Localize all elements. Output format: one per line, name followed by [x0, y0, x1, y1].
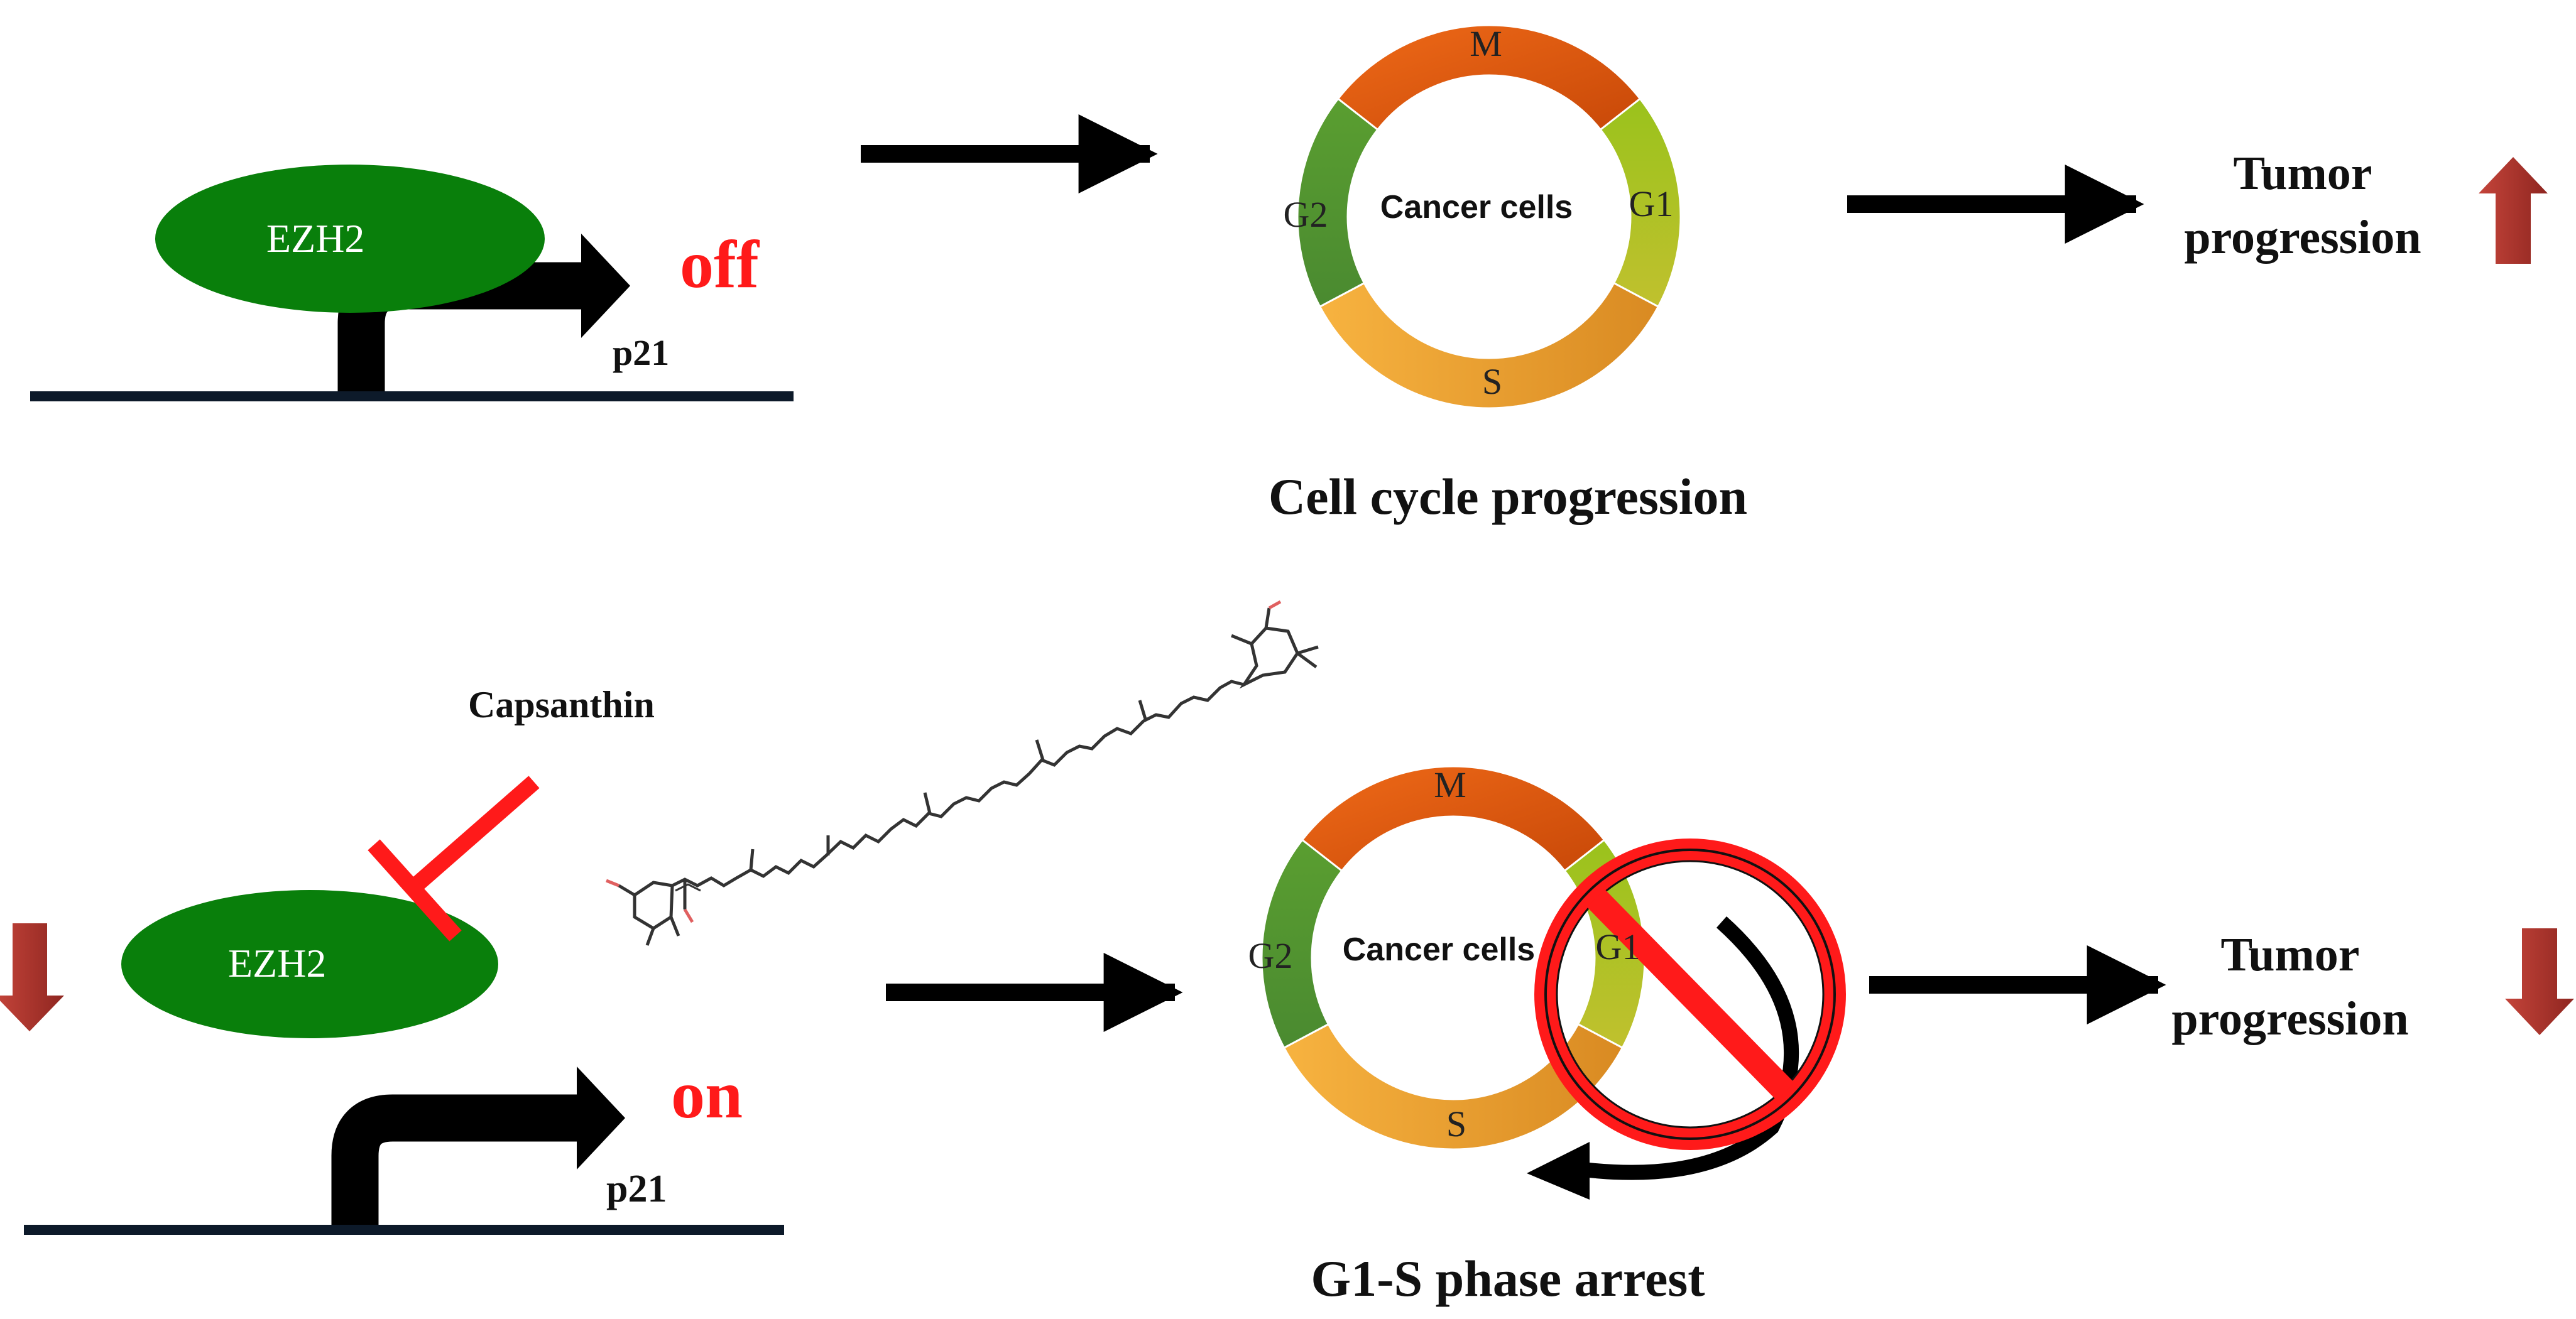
outcome-line1-bottom: Tumor: [2220, 928, 2360, 981]
cell-cycle-ring-top: [1296, 24, 1682, 410]
cycle-caption-bottom: G1-S phase arrest: [1311, 1250, 1705, 1307]
p21-label-top: p21: [613, 332, 670, 373]
capsanthin-label: Capsanthin: [468, 684, 655, 725]
red-down-arrow-icon-left: [0, 923, 64, 1031]
dna-line-top: [30, 391, 794, 401]
p21-arrow-head-top: [581, 234, 630, 338]
phase-G2-top: G2: [1283, 194, 1328, 235]
p21-label-bottom: p21: [606, 1168, 667, 1210]
p21-arrow-head-bottom: [577, 1067, 625, 1170]
phase-G1-bottom: G1: [1595, 926, 1640, 967]
outcome-line1-top: Tumor: [2233, 147, 2372, 200]
phase-G1-top: G1: [1629, 183, 1674, 224]
ring-center: [1312, 817, 1595, 1099]
ezh2-ellipse-bottom: [121, 890, 498, 1038]
red-down-arrow-icon-right: [2505, 928, 2574, 1035]
ezh2-ellipse-top: [155, 165, 545, 313]
red-up-arrow-icon: [2479, 157, 2548, 264]
capsanthin-structure-icon: [606, 600, 1319, 946]
cancer-cells-label-top: Cancer cells: [1380, 189, 1573, 225]
ezh2-label-bottom: EZH2: [228, 941, 327, 985]
cycle-caption-top: Cell cycle progression: [1268, 468, 1748, 525]
outcome-line2-top: progression: [2184, 211, 2421, 264]
phase-G2-bottom: G2: [1248, 935, 1293, 976]
phase-M-top: M: [1470, 23, 1502, 64]
prohibition-icon: [1534, 839, 1846, 1150]
phase-M-bottom: M: [1434, 764, 1466, 805]
ring-center: [1348, 75, 1630, 358]
gene-state-on: on: [671, 1058, 743, 1132]
cancer-cells-label-bottom: Cancer cells: [1342, 931, 1536, 968]
curved-arrow-icon: [1527, 916, 1799, 1200]
inhibition-bar: [368, 776, 540, 942]
dna-line-bottom: [24, 1225, 784, 1235]
phase-S-top: S: [1482, 361, 1503, 402]
outcome-line2-bottom: progression: [2171, 992, 2409, 1045]
gene-state-off: off: [680, 227, 759, 302]
ezh2-label-top: EZH2: [266, 216, 365, 261]
p21-promoter-arrow-bottom: [331, 1094, 584, 1225]
phase-S-bottom: S: [1446, 1104, 1467, 1144]
